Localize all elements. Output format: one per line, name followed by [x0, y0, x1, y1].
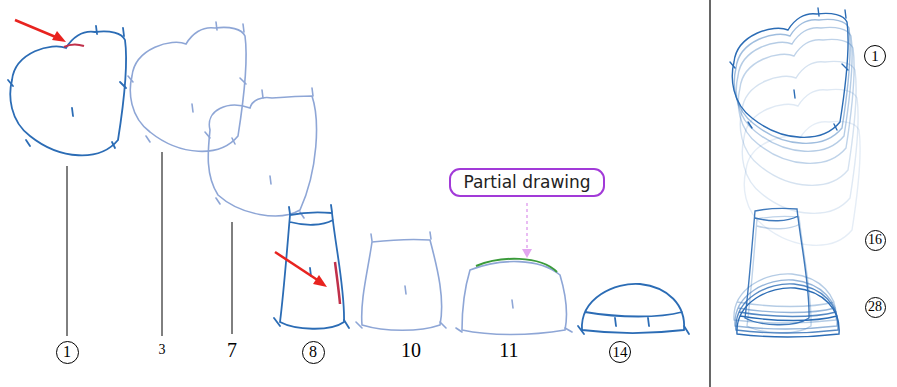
frame-number: 1	[63, 344, 71, 360]
frame-number: 8	[309, 344, 317, 360]
frame-number-circle: 1	[864, 45, 886, 67]
frame-number: 28	[868, 300, 882, 314]
frame-number: 7	[227, 340, 237, 360]
frame-number-circle: 16	[865, 230, 886, 251]
frame-number: 16	[868, 233, 882, 247]
frame-number: 3	[159, 343, 166, 357]
frame-number: 14	[613, 345, 628, 360]
frame-number-circle: 8	[302, 341, 325, 364]
frame-number: 11	[499, 340, 518, 360]
frame-number-circle: 28	[865, 297, 886, 318]
callout-text: Partial drawing	[463, 174, 590, 191]
frame-number: 10	[401, 340, 421, 360]
callout-box: Partial drawing	[449, 168, 604, 197]
frame-number: 1	[871, 49, 879, 64]
frame-number-circle: 1	[56, 341, 79, 364]
frame-number-circle: 14	[609, 341, 631, 363]
